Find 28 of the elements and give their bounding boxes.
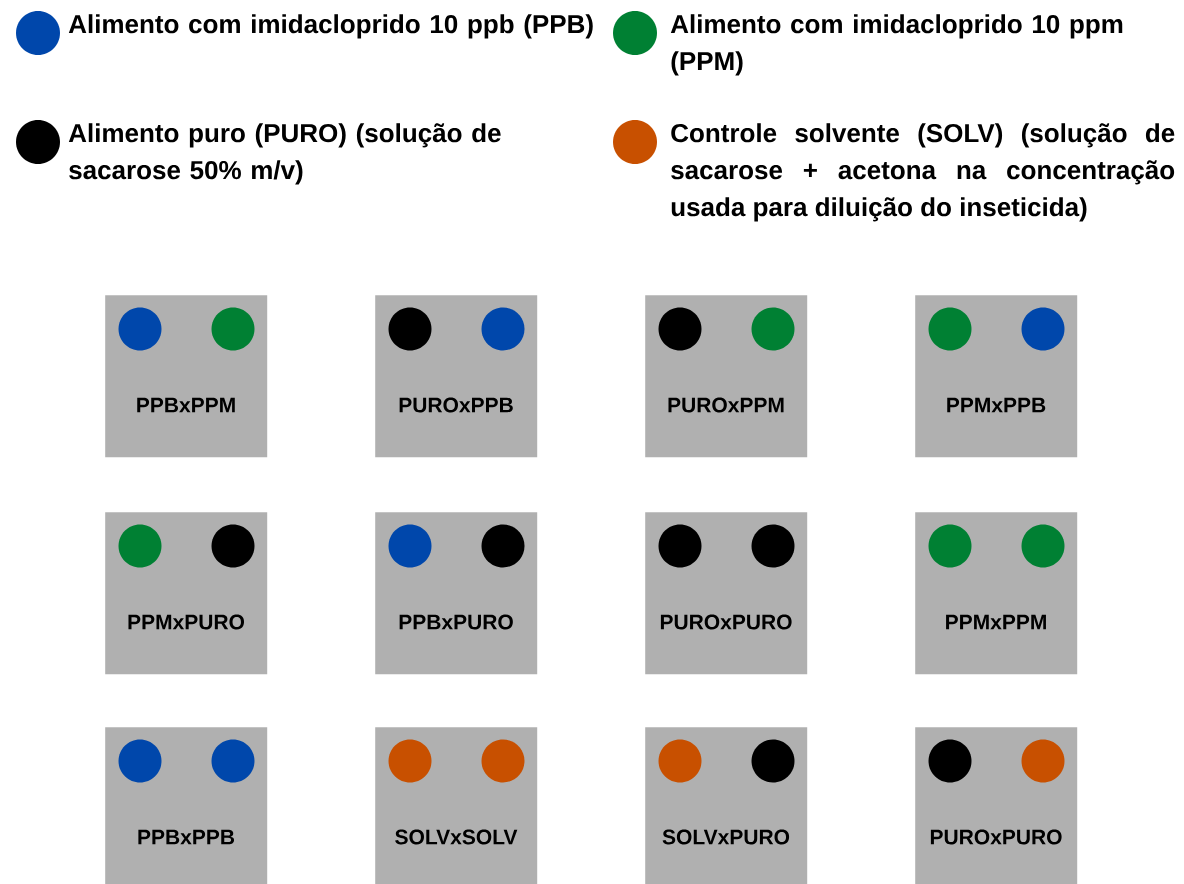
food-dot (211, 307, 255, 351)
food-dot (481, 739, 525, 783)
food-dot (751, 739, 795, 783)
food-dot (211, 524, 255, 568)
food-dot (388, 307, 432, 351)
food-dot (481, 307, 525, 351)
food-dot (1021, 739, 1065, 783)
food-dot (388, 739, 432, 783)
food-dot (1021, 307, 1065, 351)
food-dot (751, 307, 795, 351)
legend-text: Alimento com imidacloprido 10 ppm (PPM) (670, 14, 1123, 76)
food-dot (928, 307, 972, 351)
food-dot (481, 524, 525, 568)
food-dot (928, 739, 972, 783)
legend-text: Controle solvente (SOLV) (solução de sacarose + acetona na concentração usada para diluição do inseticida) (671, 123, 1175, 222)
food-dot (928, 524, 972, 568)
food-dot (388, 524, 432, 568)
food-dot (751, 524, 795, 568)
food-dot (658, 739, 702, 783)
food-dot (118, 739, 162, 783)
food-dot (118, 307, 162, 351)
food-dot (1021, 524, 1065, 568)
food-dot (211, 739, 255, 783)
food-dot (658, 307, 702, 351)
legend-text: Alimento com imidacloprido 10 ppb (PPB) (68, 14, 593, 39)
food-dot (118, 524, 162, 568)
legend-text: Alimento puro (PURO) (solução de sacarose 50% m/v) (68, 123, 501, 185)
food-dot (658, 524, 702, 568)
